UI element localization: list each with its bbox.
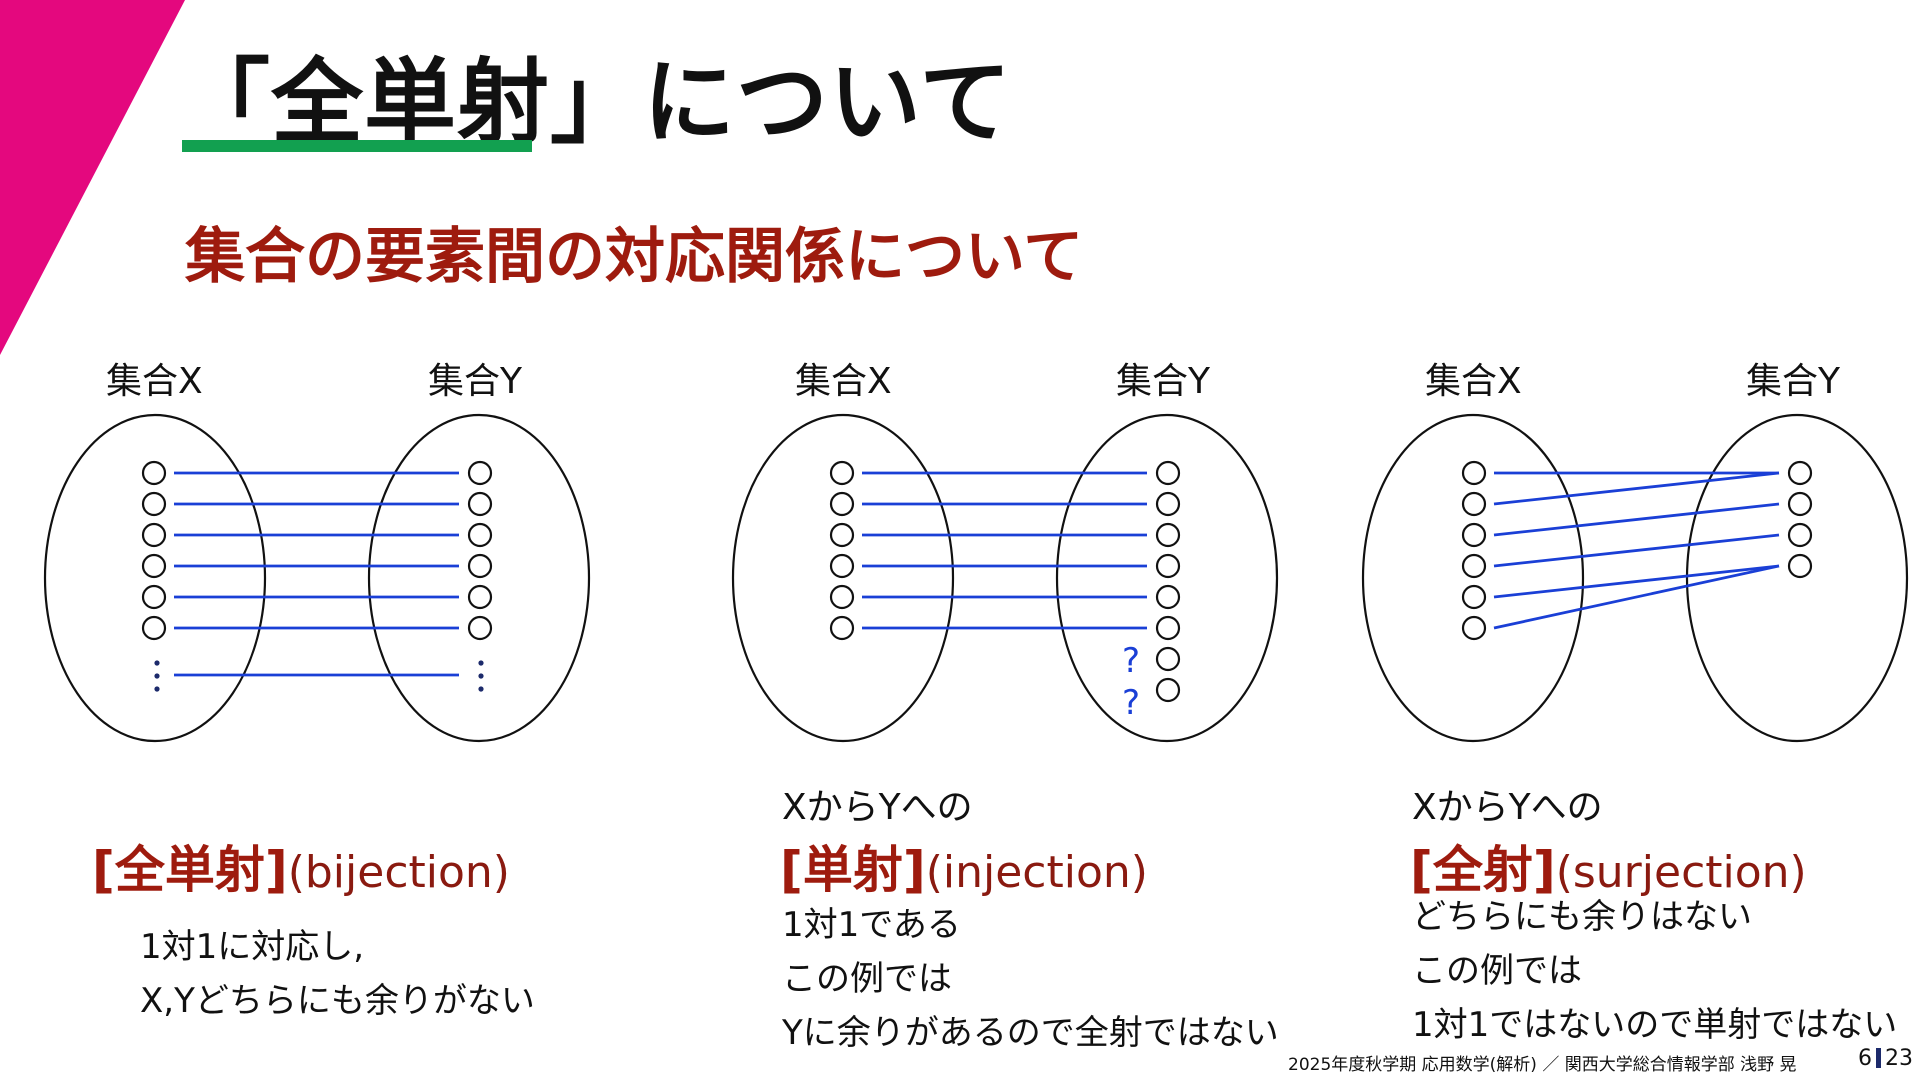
panel2-set-x-ellipse bbox=[731, 413, 955, 743]
panel3-mapping-line bbox=[1493, 471, 1780, 506]
panel2-set-x-label: 集合X bbox=[795, 361, 892, 402]
panel1-y-ellipsis-dots bbox=[478, 673, 484, 679]
slide-title: 「全単射」について bbox=[178, 49, 1013, 156]
panel2-x-node bbox=[829, 584, 855, 610]
page-total: 23 bbox=[1885, 1046, 1913, 1071]
panel2-set-y-ellipse bbox=[1055, 413, 1279, 743]
panel1-y-node bbox=[467, 460, 493, 486]
page-number: 6 23 bbox=[1858, 1046, 1913, 1071]
panel2-x-node bbox=[829, 460, 855, 486]
panel1-set-y-label: 集合Y bbox=[428, 361, 522, 402]
panel3-x-node bbox=[1461, 522, 1487, 548]
panel1-y-node bbox=[467, 553, 493, 579]
panel2-desc-line: この例では bbox=[782, 959, 952, 999]
panel1-x-ellipsis-dots bbox=[154, 686, 160, 692]
panel2-y-node bbox=[1155, 615, 1181, 641]
panel3-x-node bbox=[1461, 615, 1487, 641]
panel1-y-node bbox=[467, 615, 493, 641]
panel2-description: 1対1である この例では Yに余りがあるので全射ではない bbox=[782, 898, 1279, 1060]
panel3-term: [全射](surjection) bbox=[1410, 830, 1807, 902]
panel1-y-node bbox=[467, 584, 493, 610]
panel2-y-node-unmapped bbox=[1155, 677, 1181, 703]
panel1-set-x-label: 集合X bbox=[106, 361, 203, 402]
panel3-description: どちらにも余りはない この例では 1対1ではないので単射ではない bbox=[1412, 890, 1897, 1052]
panel3-mapping-line bbox=[1493, 564, 1780, 630]
footer-text: 2025年度秋学期 応用数学(解析) ／ 関西大学総合情報学部 浅野 晃 bbox=[1288, 1055, 1797, 1075]
panel3-y-node bbox=[1787, 522, 1813, 548]
panel2-pre-label: XからYへの bbox=[782, 787, 973, 828]
panel3-x-node bbox=[1461, 584, 1487, 610]
panel1-desc-line: 1対1に対応し, bbox=[140, 927, 365, 967]
panel3-y-node bbox=[1787, 553, 1813, 579]
panel2-y-node bbox=[1155, 522, 1181, 548]
panel3-y-node bbox=[1787, 460, 1813, 486]
panel3-mapping-line bbox=[1493, 533, 1780, 568]
panel3-mapping-line bbox=[1493, 564, 1780, 599]
panel1-term-english: (bijection) bbox=[287, 847, 510, 898]
panel2-x-node bbox=[829, 491, 855, 517]
panel2-y-node-unmapped bbox=[1155, 646, 1181, 672]
mapping-diagrams: ?? bbox=[43, 413, 1909, 743]
panel2-y-node bbox=[1155, 553, 1181, 579]
panel3-term-english: (surjection) bbox=[1555, 847, 1807, 898]
panel1-x-node bbox=[141, 460, 167, 486]
panel1-x-ellipsis-dots bbox=[154, 673, 160, 679]
panel2-y-node bbox=[1155, 491, 1181, 517]
panel1-set-y-ellipse bbox=[367, 413, 591, 743]
panel3-y-node bbox=[1787, 491, 1813, 517]
panel3-set-x-label: 集合X bbox=[1425, 361, 1522, 402]
panel1-x-node bbox=[141, 553, 167, 579]
panel3-set-y-ellipse bbox=[1685, 413, 1909, 743]
panel3-mapping-line bbox=[1493, 502, 1780, 537]
panel2-x-node bbox=[829, 553, 855, 579]
panel2-y-node bbox=[1155, 460, 1181, 486]
panel1-y-ellipsis-dots bbox=[478, 686, 484, 692]
page-current: 6 bbox=[1858, 1046, 1872, 1071]
panel3-x-node bbox=[1461, 553, 1487, 579]
panel2-desc-line: Yに余りがあるので全射ではない bbox=[782, 1013, 1279, 1053]
panel1-y-ellipsis-dots bbox=[478, 660, 484, 666]
panel2-term-english: (injection) bbox=[925, 847, 1148, 898]
panel2-question-mark: ? bbox=[1122, 641, 1140, 681]
panel2-term-keyword: [単射] bbox=[780, 841, 926, 899]
panel3-set-x-ellipse bbox=[1361, 413, 1585, 743]
panel2-desc-line: 1対1である bbox=[782, 905, 961, 945]
panel3-set-y-label: 集合Y bbox=[1746, 361, 1840, 402]
page-divider bbox=[1876, 1048, 1881, 1068]
slide-subtitle: 集合の要素間の対応関係について bbox=[185, 222, 1084, 292]
panel2-x-node bbox=[829, 615, 855, 641]
panel3-desc-line: 1対1ではないので単射ではない bbox=[1412, 1005, 1898, 1045]
panel1-set-x-ellipse bbox=[43, 413, 267, 743]
panel2-term: [単射](injection) bbox=[780, 830, 1148, 902]
panel1-description: 1対1に対応し, X,Yどちらにも余りがない bbox=[140, 920, 535, 1028]
panel2-x-node bbox=[829, 522, 855, 548]
panel3-desc-line: この例では bbox=[1412, 951, 1582, 991]
panel1-x-node bbox=[141, 615, 167, 641]
panel3-term-keyword: [全射] bbox=[1410, 841, 1556, 899]
panel1-x-node bbox=[141, 584, 167, 610]
panel1-y-node bbox=[467, 522, 493, 548]
panel1-term: [全単射](bijection) bbox=[92, 830, 510, 902]
panel1-x-ellipsis-dots bbox=[154, 660, 160, 666]
panel3-x-node bbox=[1461, 491, 1487, 517]
panel3-desc-line: どちらにも余りはない bbox=[1412, 897, 1752, 937]
panel2-set-y-label: 集合Y bbox=[1116, 361, 1210, 402]
corner-accent-triangle bbox=[0, 0, 185, 355]
panel2-question-mark: ? bbox=[1122, 683, 1140, 723]
panel1-term-keyword: [全単射] bbox=[92, 841, 288, 899]
panel3-pre-label: XからYへの bbox=[1412, 787, 1603, 828]
title-underline bbox=[182, 140, 532, 152]
panel1-y-node bbox=[467, 491, 493, 517]
panel1-desc-line: X,Yどちらにも余りがない bbox=[140, 981, 535, 1021]
panel1-x-node bbox=[141, 522, 167, 548]
panel2-y-node bbox=[1155, 584, 1181, 610]
panel3-x-node bbox=[1461, 460, 1487, 486]
panel1-x-node bbox=[141, 491, 167, 517]
